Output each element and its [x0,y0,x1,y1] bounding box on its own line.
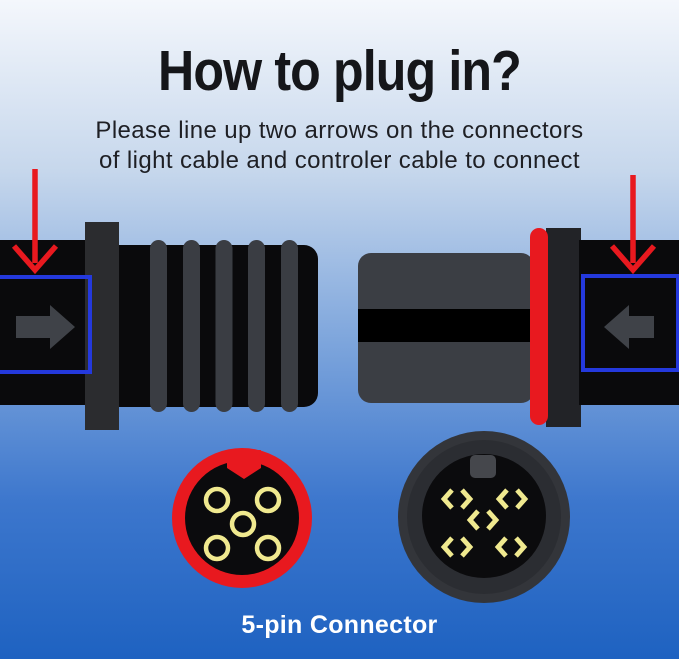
pin-hole [229,510,257,538]
corrugated-ribs [150,240,298,412]
alignment-box-left [0,275,92,374]
instruction-line-2: of light cable and controler cable to co… [99,147,580,174]
pin-hole [254,486,282,514]
pin-socket [495,488,529,510]
pin-socket [466,509,500,531]
face-black-core [185,461,299,575]
pin-socket [440,536,474,558]
arrow-right-icon [16,305,75,349]
face-black-core [422,454,546,578]
alignment-box-right [581,274,679,372]
red-down-arrow-right-icon [609,175,657,275]
pin-hole [203,486,231,514]
red-alignment-ring [530,228,548,425]
key-tab [470,455,496,478]
controller-connector-collar [546,228,581,427]
pin-holes [203,486,282,562]
pin-sockets [440,488,529,558]
instruction-line-1: Please line up two arrows on the connect… [95,117,584,144]
pin-hole [203,534,231,562]
connector-type-label: 5-pin Connector [241,611,438,639]
red-down-arrow-left-icon [11,169,59,275]
arrow-left-icon [604,305,654,349]
pin-socket [494,536,528,558]
pin-hole [254,534,282,562]
barrel-black-stripe [358,309,534,342]
controller-cable-connector [358,228,679,427]
key-notch [227,450,261,479]
pin-socket [440,488,474,510]
light-connector-face [172,448,312,588]
page-title: How to plug in? [158,39,522,103]
controller-connector-face [398,431,570,603]
instruction-text: Please line up two arrows on the connect… [0,116,679,176]
light-cable-connector [0,222,318,430]
